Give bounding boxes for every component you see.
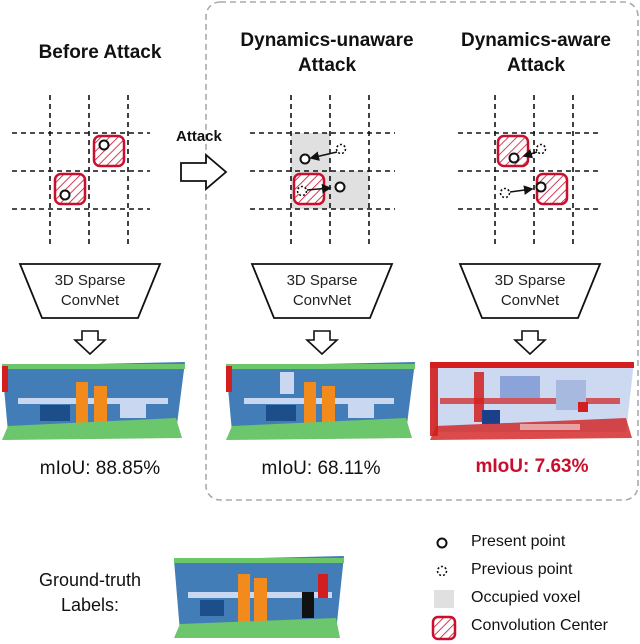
previous-point-icon xyxy=(436,565,448,577)
legend-previous-point: Previous point xyxy=(471,561,573,578)
voxel-grid-before-attack xyxy=(12,95,150,244)
convolution-center-icon xyxy=(92,134,126,168)
occupied-voxel-icon xyxy=(291,133,330,171)
occupied-voxel-icon xyxy=(434,590,454,608)
present-point-icon xyxy=(535,181,547,193)
legend-occupied-voxel: Occupied voxel xyxy=(471,589,581,606)
previous-point-icon xyxy=(296,185,308,197)
down-arrow xyxy=(512,330,548,356)
legend-convolution-center: Convolution Center xyxy=(471,617,608,634)
network-label-aware: 3D Sparse ConvNet xyxy=(494,272,566,309)
attack-arrow-label: Attack xyxy=(176,128,222,145)
network-label-before: 3D Sparse ConvNet xyxy=(54,272,126,309)
previous-point-icon xyxy=(535,143,547,155)
ground-truth-label: Ground-truth Labels: xyxy=(38,570,142,615)
ground-truth-scene xyxy=(174,556,344,638)
previous-point-icon xyxy=(499,187,511,199)
voxel-grid-dynamics-aware xyxy=(458,95,600,244)
segmentation-scene-aware xyxy=(430,362,634,440)
down-arrow xyxy=(304,330,340,356)
present-point-icon xyxy=(508,152,520,164)
miou-dynamics-aware: mIoU: 7.63% xyxy=(475,456,589,477)
segmentation-scene-unaware xyxy=(226,362,415,440)
attack-arrow xyxy=(180,153,228,191)
present-point-icon xyxy=(98,139,110,151)
network-block-unaware xyxy=(250,263,394,319)
title-dynamics-unaware-attack: Dynamics-unaware Attack xyxy=(240,30,414,76)
title-dynamics-aware-attack: Dynamics-aware Attack xyxy=(461,30,611,76)
previous-point-icon xyxy=(335,143,347,155)
segmentation-scene-before xyxy=(2,362,185,440)
voxel-grid-dynamics-unaware xyxy=(250,95,395,244)
present-point-icon xyxy=(436,537,448,549)
network-block-before xyxy=(18,263,162,319)
miou-before-attack: mIoU: 88.85% xyxy=(39,458,161,479)
down-arrow xyxy=(72,330,108,356)
legend-present-point: Present point xyxy=(471,533,566,550)
present-point-icon xyxy=(334,181,346,193)
present-point-icon xyxy=(299,153,311,165)
network-label-unaware: 3D Sparse ConvNet xyxy=(286,272,358,309)
convolution-center-icon xyxy=(431,615,457,641)
network-block-aware xyxy=(458,263,602,319)
convolution-center-icon xyxy=(53,172,87,206)
title-before-attack: Before Attack xyxy=(38,42,162,63)
miou-dynamics-unaware: mIoU: 68.11% xyxy=(261,458,381,479)
present-point-icon xyxy=(59,189,71,201)
